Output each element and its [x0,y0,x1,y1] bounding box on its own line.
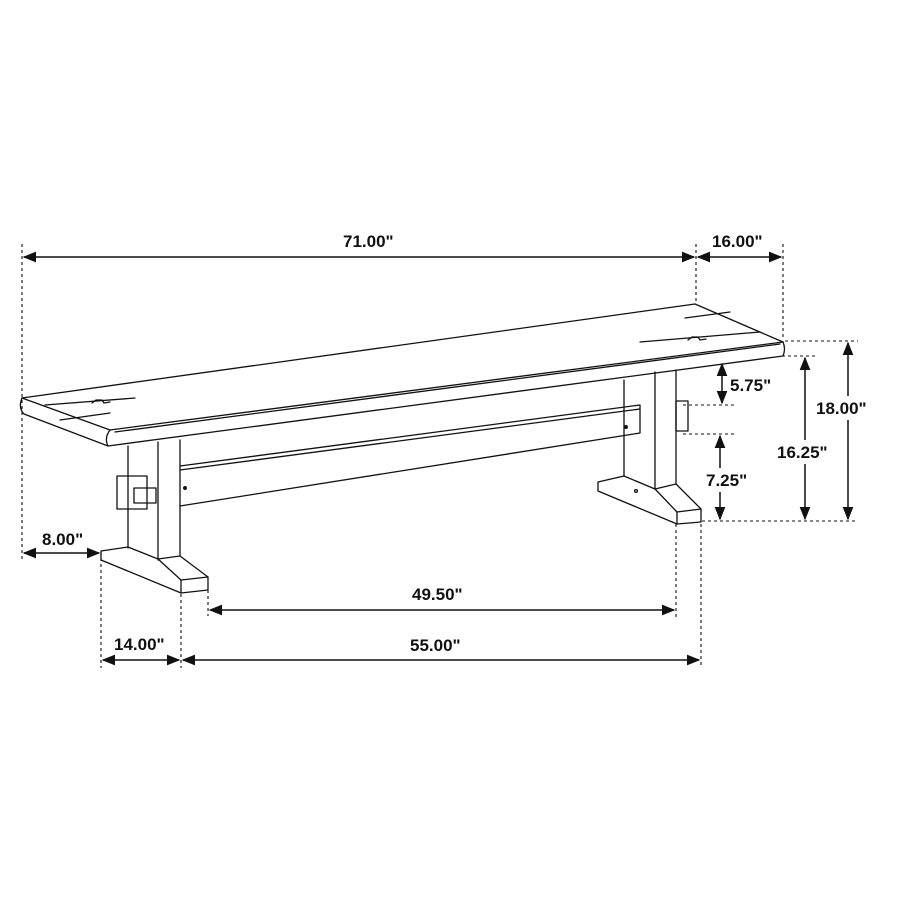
dim-leg-span: 55.00" [410,636,461,655]
right-leg [598,370,701,524]
dim-between-legs-inner: 49.50" [412,585,463,604]
extension-lines [22,244,858,668]
seat-top [20,304,784,446]
dim-stretcher-height: 7.25" [706,471,748,490]
left-leg [101,440,208,593]
dim-seat-underside-height: 16.25" [777,443,828,462]
stretcher [180,405,640,506]
dim-depth: 16.00" [712,232,763,251]
dim-apron-to-stretcher: 5.75" [730,376,772,395]
dimension-arrows [22,251,854,666]
dim-overall-height: 18.00" [816,399,867,418]
dim-overall-length: 71.00" [343,232,394,251]
dim-seat-overhang: 8.00" [42,530,84,549]
dim-foot-length: 14.00" [114,635,165,654]
